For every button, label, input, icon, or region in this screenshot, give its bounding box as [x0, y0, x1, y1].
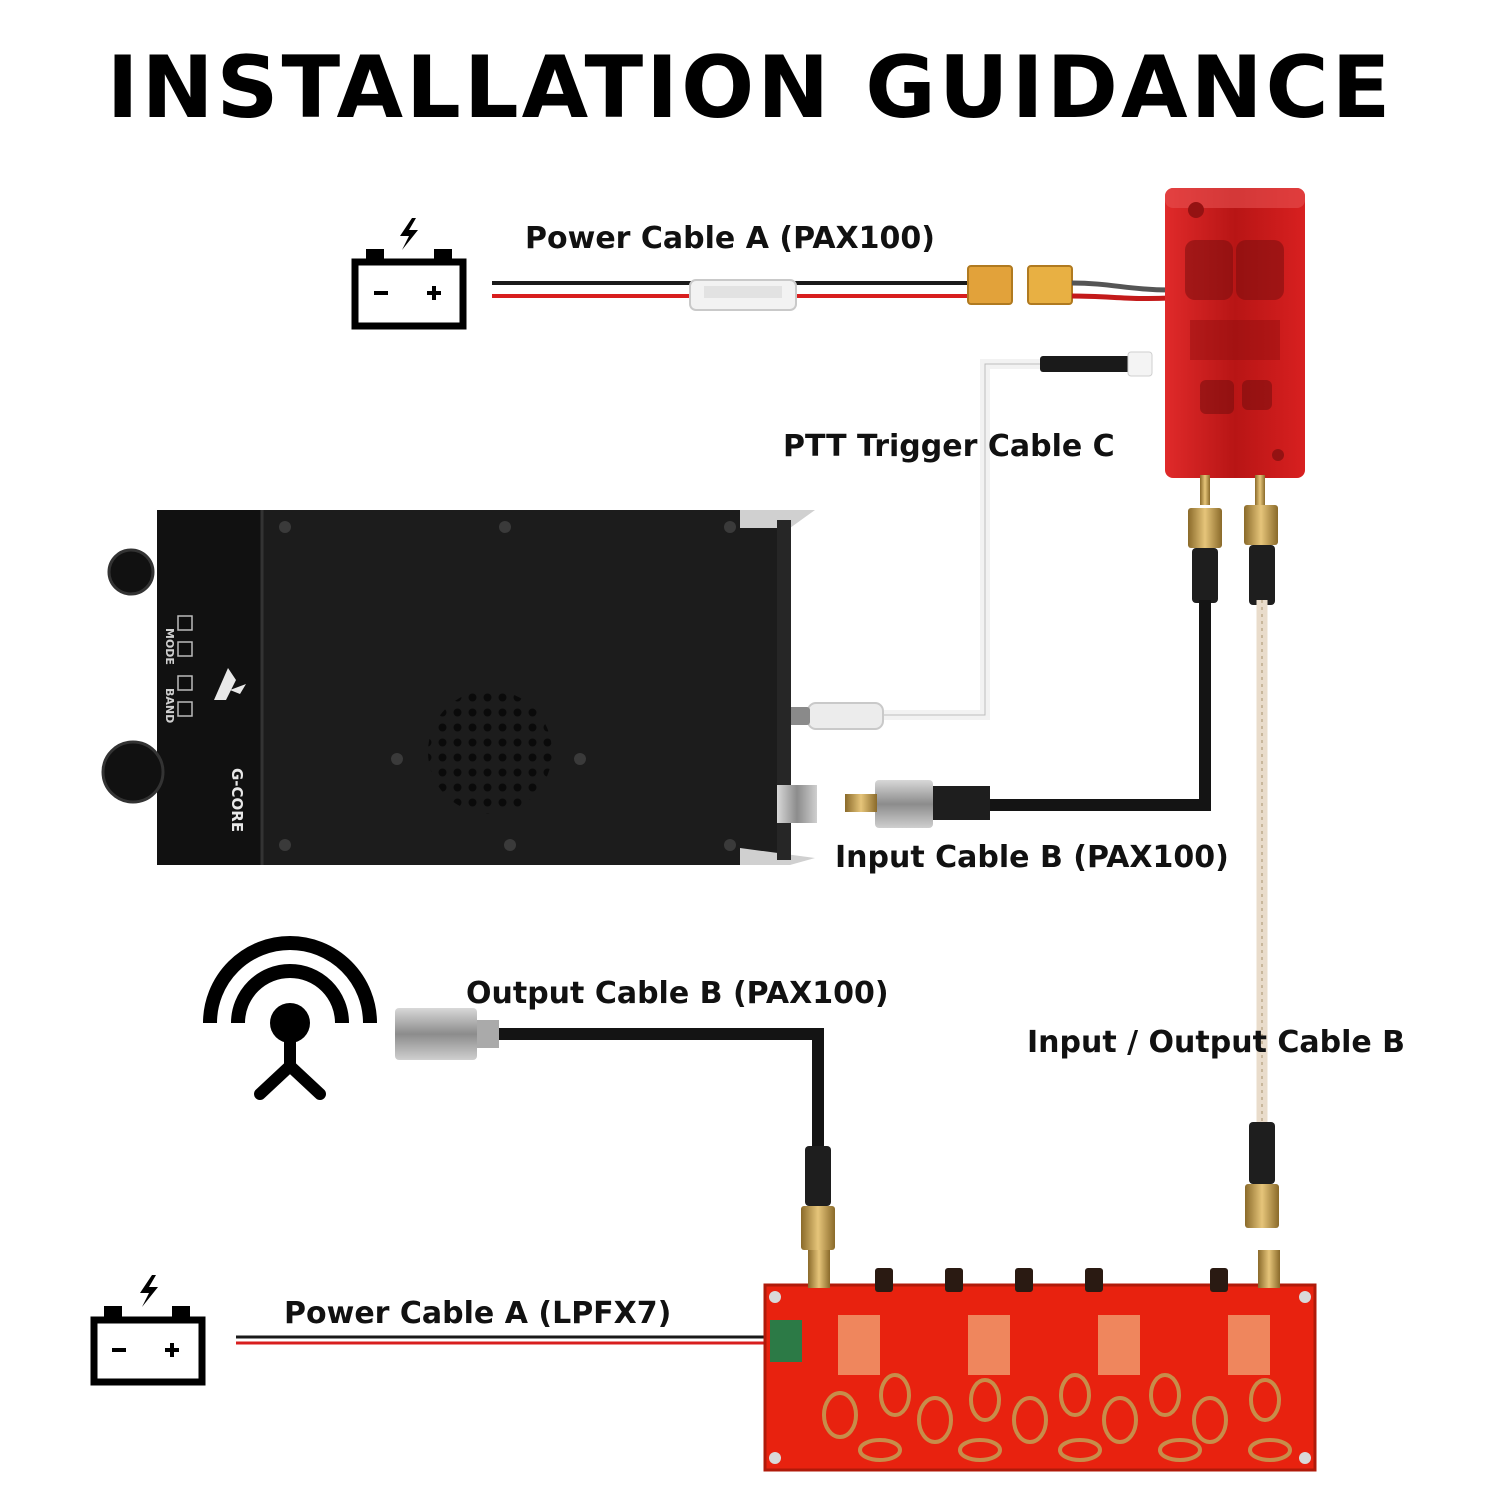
radio-brand: G-CORE	[228, 768, 246, 832]
label-power-cable-lpfx7: Power Cable A (LPFX7)	[284, 1296, 672, 1331]
label-ptt-trigger-cable: PTT Trigger Cable C	[783, 429, 1115, 464]
input-cable-pax100	[845, 508, 1222, 828]
label-power-cable-pax100: Power Cable A (PAX100)	[525, 221, 935, 256]
antenna-icon	[203, 936, 377, 1100]
power-cable-lpfx7	[236, 1335, 765, 1345]
input-output-cable	[1244, 505, 1279, 1228]
band-label: BAND	[163, 688, 176, 723]
mode-label: MODE	[163, 628, 176, 665]
speaker-grill	[428, 690, 552, 814]
output-cable-pax100	[395, 1008, 835, 1250]
battery-icon-bottom	[90, 1275, 206, 1386]
top-knob	[107, 548, 155, 596]
label-output-cable-pax100: Output Cable B (PAX100)	[466, 976, 889, 1011]
brand-logo-icon	[214, 668, 246, 700]
lpfx7-filter-board	[763, 1250, 1317, 1472]
ptt-trigger-cable	[788, 351, 1153, 730]
label-input-output-cable: Input / Output Cable B	[1027, 1025, 1406, 1060]
page-title: INSTALLATION GUIDANCE	[106, 38, 1394, 138]
lightning-icon	[400, 218, 418, 250]
radio-transceiver: MODE BAND G-CORE	[101, 510, 817, 865]
label-input-cable-pax100: Input Cable B (PAX100)	[835, 840, 1229, 875]
power-cable-pax100	[492, 265, 1171, 311]
lightning-icon	[140, 1275, 158, 1307]
bottom-knob	[101, 740, 165, 804]
pax100-amplifier	[1165, 188, 1305, 505]
battery-icon-top	[351, 218, 467, 330]
